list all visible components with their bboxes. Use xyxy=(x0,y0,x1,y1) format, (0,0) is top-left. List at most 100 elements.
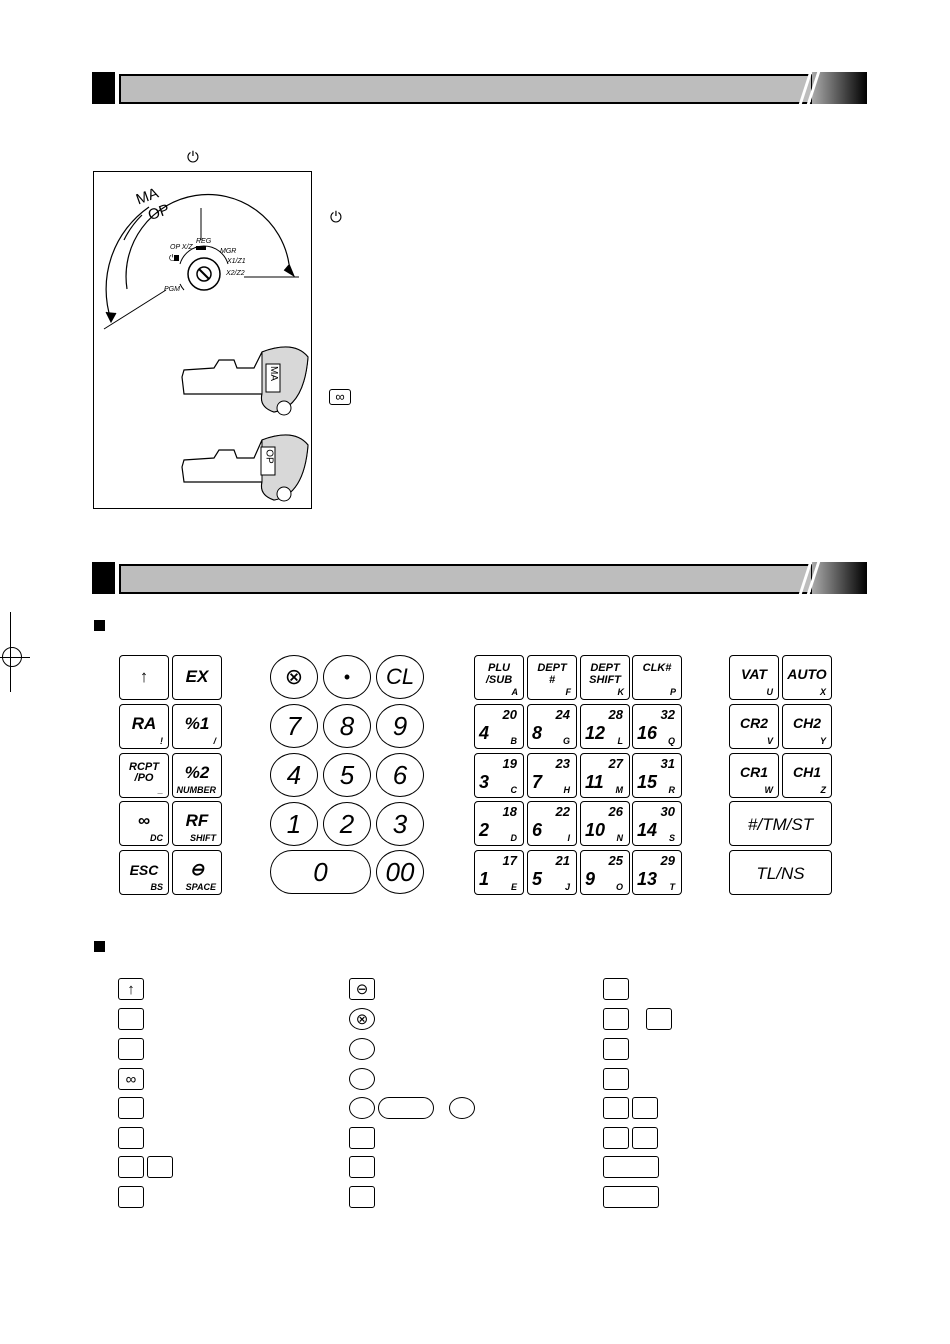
dept-lower-number: 16 xyxy=(637,723,658,743)
subtotal-key[interactable]: #/TM/ST xyxy=(729,801,832,846)
header-fade xyxy=(812,562,867,594)
clear-key[interactable]: CL xyxy=(376,655,424,699)
mode-switch-illustration: MA OP OP X/Z REG MGR ⏻ X1/Z1 X2/Z2 PGM M… xyxy=(93,171,312,509)
power-icon: ⏻ xyxy=(187,148,199,166)
key-sublabel: A xyxy=(511,687,519,697)
key-sublabel: BS xyxy=(150,882,163,892)
position-x1z1: X1/Z1 xyxy=(227,258,246,265)
dept-upper-number: 20 xyxy=(502,707,517,722)
function-key[interactable]: ∞DC xyxy=(119,801,169,846)
key-sublabel: NUMBER xyxy=(176,785,217,795)
legend-key xyxy=(646,1008,672,1030)
position-pgm: PGM xyxy=(164,286,180,293)
digit-2-key[interactable]: 2 xyxy=(323,802,371,846)
function-key[interactable]: CLK#P xyxy=(632,655,682,700)
digit-6-key[interactable]: 6 xyxy=(376,753,424,797)
dept-upper-number: 25 xyxy=(608,853,623,868)
header-marker xyxy=(92,72,115,104)
key-sublabel: G xyxy=(562,736,570,746)
dept-upper-number: 23 xyxy=(555,756,570,771)
key-label: RCPT /PO xyxy=(129,761,159,784)
section-header-1 xyxy=(92,68,867,108)
digit-8-key[interactable]: 8 xyxy=(323,704,371,748)
digit-9-key[interactable]: 9 xyxy=(376,704,424,748)
digit-4-key[interactable]: 4 xyxy=(270,753,318,797)
legend-key xyxy=(632,1127,658,1149)
subsection-bullet xyxy=(94,620,105,631)
function-key[interactable]: %1/ xyxy=(172,704,222,749)
multiply-key[interactable]: ⊗ xyxy=(270,655,318,699)
dept-upper-number: 26 xyxy=(608,804,623,819)
key-label: EX xyxy=(185,667,209,686)
key-sublabel: R xyxy=(668,785,676,795)
legend-round-key xyxy=(449,1097,475,1119)
key-label: DEPT SHIFT xyxy=(589,662,621,686)
key-sublabel: DC xyxy=(150,833,163,843)
key-sublabel: N xyxy=(616,833,624,843)
key-label: CH1 xyxy=(792,764,821,780)
op-key-label: OP xyxy=(263,449,275,464)
digit-0-key[interactable]: 0 xyxy=(270,850,371,894)
dept-upper-number: 18 xyxy=(502,804,517,819)
double-zero-key[interactable]: 00 xyxy=(376,850,424,894)
key-sublabel: I xyxy=(567,833,570,843)
digit-7-key[interactable]: 7 xyxy=(270,704,318,748)
key-sublabel: Q xyxy=(667,736,675,746)
function-key[interactable]: RCPT /PO_ xyxy=(119,753,169,798)
dept-lower-number: 15 xyxy=(637,772,658,792)
dept-lower-number: 7 xyxy=(532,772,543,792)
digit-5-key[interactable]: 5 xyxy=(323,753,371,797)
function-key[interactable]: DEPT #F xyxy=(527,655,577,700)
header-marker xyxy=(92,562,115,594)
dept-lower-number: 8 xyxy=(532,723,543,743)
header-bar xyxy=(119,74,813,104)
key-sublabel: C xyxy=(510,785,518,795)
function-key[interactable]: ⊖SPACE xyxy=(172,850,222,895)
power-icon: ⏻ xyxy=(330,208,342,226)
total-no-sale-key[interactable]: TL/NS xyxy=(729,850,832,895)
dept-lower-number: 12 xyxy=(585,723,606,743)
digit-3-key[interactable]: 3 xyxy=(376,802,424,846)
digit-1-key[interactable]: 1 xyxy=(270,802,318,846)
legend-key xyxy=(349,1156,375,1178)
dept-upper-number: 32 xyxy=(660,707,675,722)
legend-key xyxy=(118,1038,144,1060)
legend-round-key xyxy=(349,1038,375,1060)
decimal-key[interactable]: • xyxy=(323,655,371,699)
function-key[interactable]: EX xyxy=(172,655,222,700)
key-sublabel: Y xyxy=(819,736,826,746)
legend-key xyxy=(147,1156,173,1178)
legend-key xyxy=(118,1127,144,1149)
function-key[interactable]: RA! xyxy=(119,704,169,749)
key-sublabel: _ xyxy=(157,785,163,795)
dept-upper-number: 29 xyxy=(660,853,675,868)
function-key[interactable]: ↑ xyxy=(119,655,169,700)
